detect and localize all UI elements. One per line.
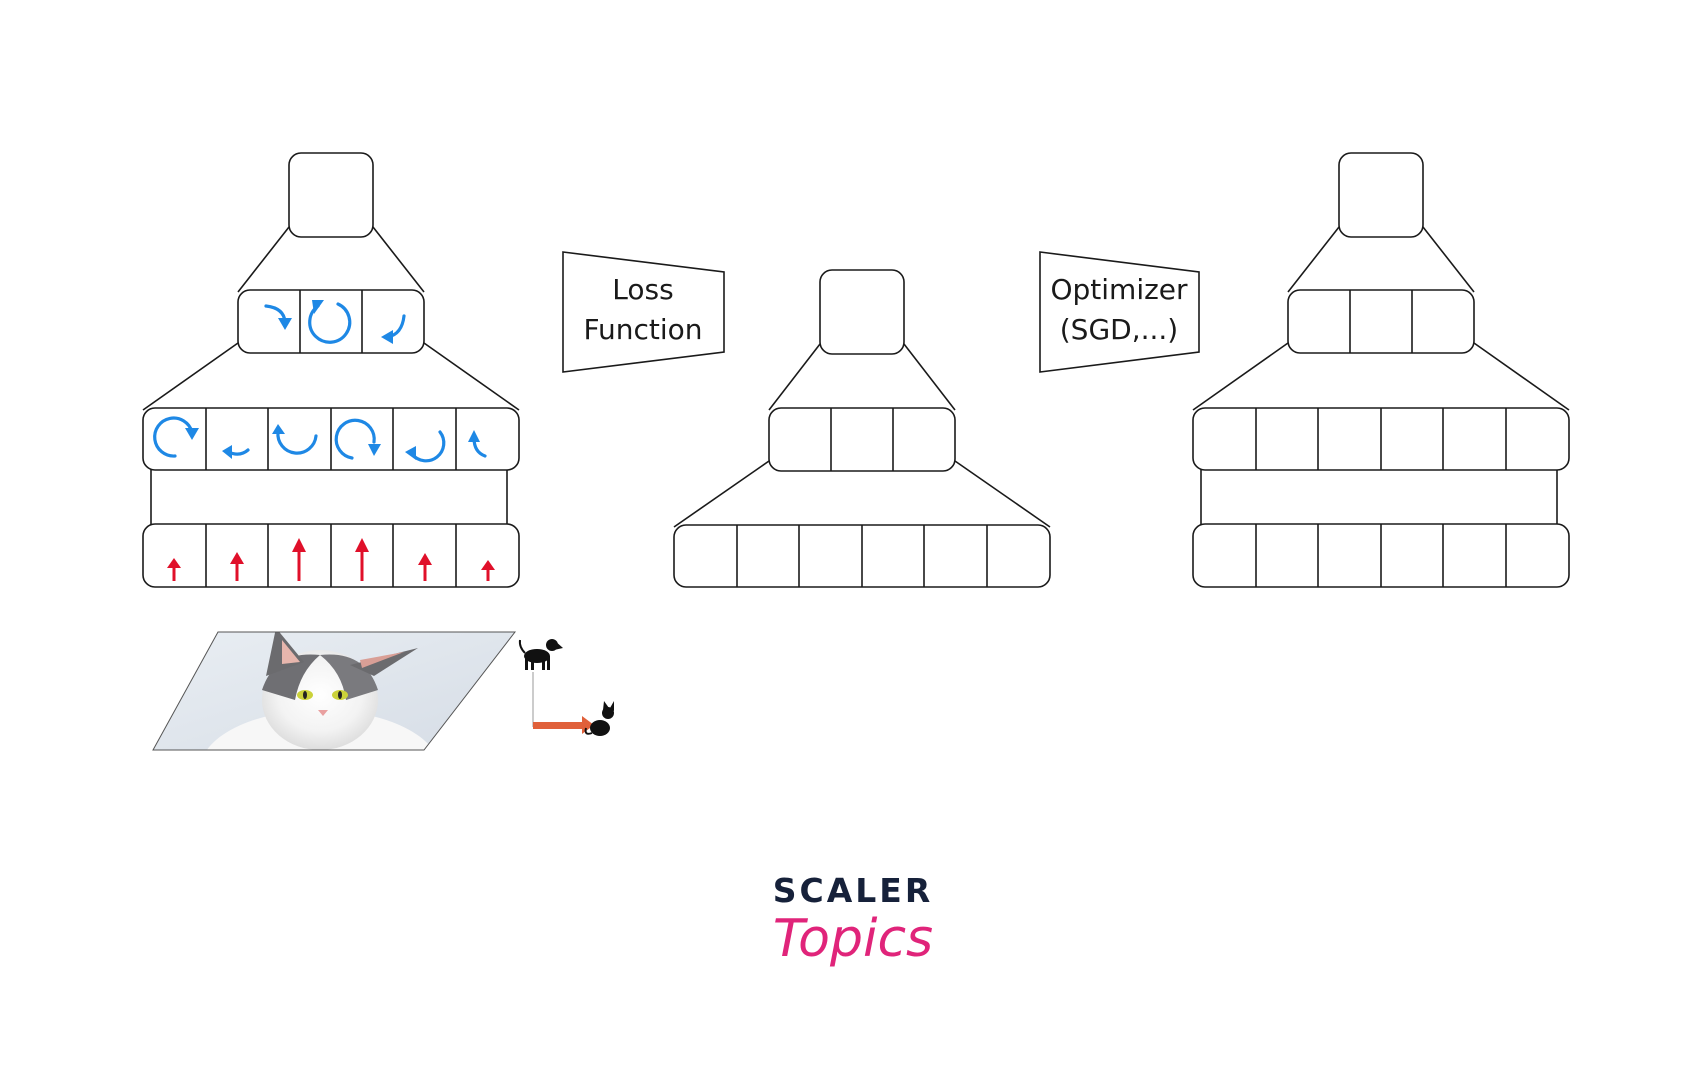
loss-label-line1: Loss — [612, 273, 673, 306]
optimizer-label-line2: (SGD,...) — [1060, 313, 1178, 346]
hidden-layer-small — [1287, 289, 1475, 354]
logo-brand: SCALER — [773, 871, 934, 910]
output-node — [819, 269, 905, 355]
cat-photo — [152, 631, 517, 751]
class-axes — [532, 672, 594, 734]
loss-function-box: Loss Function — [562, 251, 725, 373]
logo-product: Topics — [773, 909, 933, 969]
dog-silhouette-icon — [518, 639, 563, 670]
optimizer-label-line1: Optimizer — [1050, 273, 1188, 306]
blue-rotation-arrow-icon — [153, 416, 487, 463]
loss-label-line2: Function — [583, 313, 702, 346]
hidden-layer-small — [768, 407, 956, 472]
output-node — [1338, 152, 1424, 238]
network-left — [142, 152, 520, 588]
hidden-layer-small — [237, 289, 425, 354]
optimizer-box: Optimizer (SGD,...) — [1039, 251, 1200, 373]
red-up-arrow-icon — [167, 538, 495, 581]
scaler-topics-logo: SCALER Topics — [773, 871, 934, 969]
cat-silhouette-icon — [584, 701, 614, 736]
network-middle — [673, 269, 1051, 588]
blue-rotation-arrow-icon — [264, 300, 406, 344]
network-right — [1192, 152, 1570, 588]
output-node — [288, 152, 374, 238]
